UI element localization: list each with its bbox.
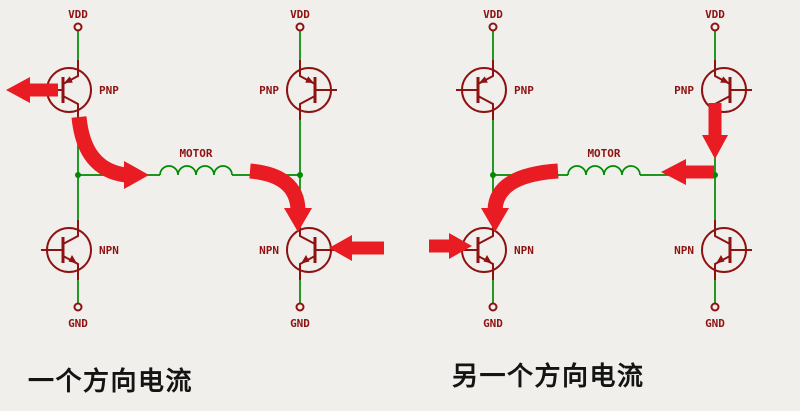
current-arrow-into-npn-icon <box>449 233 472 259</box>
pnp-label: PNP <box>259 84 279 97</box>
current-flow-arrows-left-circuit <box>6 77 384 261</box>
npn-transistor-symbol <box>41 220 91 280</box>
symbols-left-circuit <box>41 22 337 312</box>
npn-transistor-symbol <box>287 220 337 280</box>
npn-label: NPN <box>674 244 694 257</box>
npn-label: NPN <box>99 244 119 257</box>
current-arrow-right-down-icon <box>249 163 306 211</box>
current-arrow-right-down-icon <box>284 208 312 232</box>
h-bridge-schematic: VDD VDD MOTOR PNP PNP NPN NPN GND GND <box>6 8 800 330</box>
npn-label: NPN <box>259 244 279 257</box>
gnd-label: GND <box>483 317 503 330</box>
vdd-pin-circle <box>488 22 498 32</box>
pnp-transistor-symbol <box>456 60 506 120</box>
current-arrow-left-down-icon <box>481 208 509 232</box>
current-flow-arrows-right-circuit <box>429 103 728 259</box>
circuit-one-direction: VDD VDD MOTOR PNP PNP NPN NPN GND GND <box>6 8 384 330</box>
pnp-label: PNP <box>514 84 534 97</box>
symbols-right-circuit <box>456 22 752 312</box>
motor-inductor-symbol <box>567 165 641 176</box>
pnp-transistor-symbol <box>287 60 337 120</box>
vdd-label: VDD <box>290 8 310 21</box>
gnd-pin-circle <box>295 302 305 312</box>
motor-label: MOTOR <box>179 147 212 160</box>
caption-one-direction: 一个方向电流 <box>28 367 194 397</box>
current-arrow-down-right-icon <box>71 116 128 183</box>
gnd-label: GND <box>705 317 725 330</box>
circuit-other-direction: VDD VDD MOTOR PNP PNP NPN NPN GND GND <box>429 8 752 330</box>
wire-junction <box>75 172 81 178</box>
current-arrow-down-right-icon <box>124 161 149 189</box>
motor-label: MOTOR <box>587 147 620 160</box>
npn-label: NPN <box>514 244 534 257</box>
caption-other-direction: 另一个方向电流 <box>452 362 645 392</box>
pnp-label: PNP <box>99 84 119 97</box>
current-arrow-into-npn-icon <box>329 235 352 261</box>
current-arrow-left-down-icon <box>487 163 559 211</box>
vdd-pin-circle <box>73 22 83 32</box>
vdd-label: VDD <box>483 8 503 21</box>
pnp-label: PNP <box>674 84 694 97</box>
npn-transistor-symbol <box>702 220 752 280</box>
vdd-pin-circle <box>710 22 720 32</box>
vdd-pin-circle <box>295 22 305 32</box>
current-arrow-down-icon <box>702 135 728 159</box>
current-arrow-left-icon <box>6 77 30 103</box>
wire-junction <box>297 172 303 178</box>
gnd-label: GND <box>68 317 88 330</box>
gnd-label: GND <box>290 317 310 330</box>
current-arrow-into-motor-icon <box>661 159 686 185</box>
vdd-label: VDD <box>705 8 725 21</box>
motor-inductor-symbol <box>159 165 233 176</box>
gnd-pin-circle <box>710 302 720 312</box>
gnd-pin-circle <box>73 302 83 312</box>
wire-junction <box>490 172 496 178</box>
vdd-label: VDD <box>68 8 88 21</box>
gnd-pin-circle <box>488 302 498 312</box>
